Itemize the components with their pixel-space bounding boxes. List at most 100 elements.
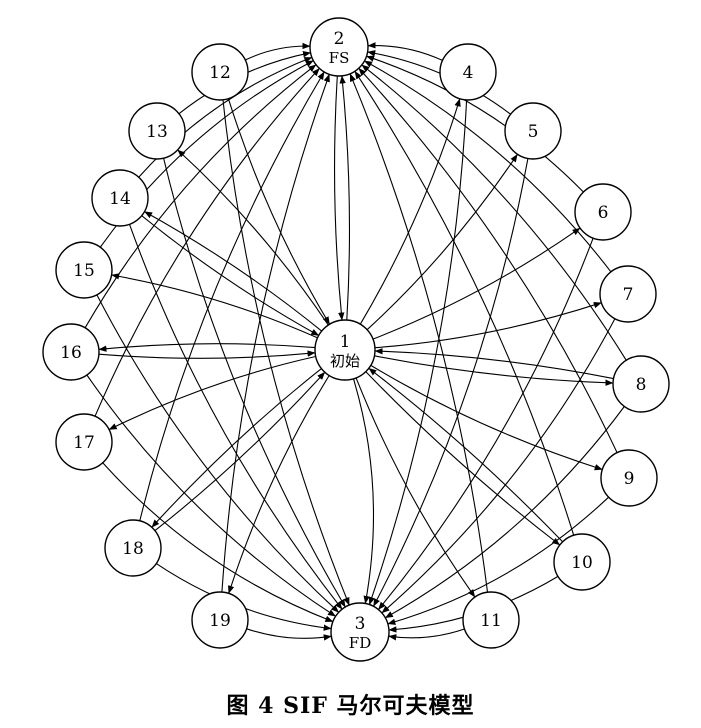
state-node-2: 2FS (309, 17, 369, 77)
edge-12-to-1 (227, 98, 331, 325)
edge-16-to-1 (98, 350, 316, 359)
state-number-label: 11 (480, 611, 502, 631)
edge-7-to-2 (364, 60, 612, 273)
edge-6-to-2 (366, 55, 584, 193)
state-circle (612, 355, 670, 413)
edge-13-to-3 (163, 158, 346, 608)
edge-1-to-11 (355, 377, 476, 598)
edge-9-to-2 (358, 67, 618, 453)
edge-7-to-3 (381, 318, 616, 614)
state-node-5: 5 (504, 102, 562, 160)
edge-2-to-1 (333, 75, 345, 321)
edge-10-to-1 (368, 367, 563, 543)
state-node-4: 4 (439, 43, 497, 101)
state-circle (600, 449, 658, 507)
edge-1-to-9 (370, 364, 603, 471)
state-node-18: 18 (104, 519, 162, 577)
edge-4-to-3 (368, 99, 468, 605)
state-node-7: 7 (599, 265, 657, 323)
edge-1-to-2 (339, 75, 351, 321)
state-circle (599, 265, 657, 323)
edge-1-to-13 (177, 149, 329, 326)
state-number-label: 13 (146, 122, 168, 142)
edge-14-to-3 (128, 224, 343, 610)
edge-1-to-7 (374, 302, 602, 349)
state-circle (128, 102, 186, 160)
state-node-13: 13 (128, 102, 186, 160)
edge-11-to-3 (388, 628, 465, 641)
state-name-label: FD (349, 634, 371, 652)
state-number-label: 9 (624, 469, 635, 489)
edge-1-to-18 (151, 368, 322, 528)
edge-1-to-17 (108, 355, 316, 431)
state-circle (439, 43, 497, 101)
state-number-label: 2 (334, 29, 345, 49)
edge-6-to-3 (377, 238, 594, 610)
edge-1-to-15 (111, 273, 318, 339)
state-number-label: 17 (73, 433, 95, 453)
state-node-1: 1初始 (314, 319, 376, 381)
edge-10-to-2 (354, 70, 575, 536)
state-node-15: 15 (55, 241, 113, 299)
state-number-label: 1 (340, 332, 351, 352)
state-node-19: 19 (191, 591, 249, 649)
edge-14-to-1 (141, 215, 320, 336)
state-node-8: 8 (612, 355, 670, 413)
state-circle (309, 17, 369, 77)
edges-layer (84, 42, 627, 641)
state-node-11: 11 (462, 591, 520, 649)
state-number-label: 10 (571, 553, 593, 573)
edge-12-to-2 (245, 42, 311, 61)
state-circle (314, 319, 376, 381)
edge-5-to-3 (373, 158, 529, 607)
edge-1-to-10 (365, 371, 561, 546)
edge-8-to-3 (384, 406, 625, 619)
edge-18-to-1 (154, 371, 326, 532)
edge-16-to-3 (86, 374, 336, 617)
state-circle (574, 183, 632, 241)
state-number-label: 14 (109, 189, 131, 209)
edge-1-to-19 (228, 375, 330, 594)
edge-18-to-2 (139, 71, 325, 521)
state-node-14: 14 (91, 169, 149, 227)
edge-12-to-3 (222, 99, 350, 606)
state-circle (91, 169, 149, 227)
state-name-label: 初始 (330, 352, 360, 370)
state-number-label: 3 (355, 614, 366, 634)
state-node-3: 3FD (330, 602, 390, 662)
edge-1-to-4 (359, 98, 461, 325)
edge-1-to-5 (366, 153, 518, 331)
state-number-label: 12 (209, 63, 231, 83)
edge-16-to-2 (84, 64, 317, 329)
state-number-label: 7 (623, 285, 634, 305)
state-circle (504, 102, 562, 160)
edge-1-to-8 (374, 355, 614, 386)
edge-8-to-2 (361, 64, 627, 361)
state-node-6: 6 (574, 183, 632, 241)
edge-1-to-16 (98, 343, 316, 352)
state-circle (55, 413, 113, 471)
edge-1-to-3 (352, 378, 375, 604)
state-node-10: 10 (553, 533, 611, 591)
state-node-17: 17 (55, 413, 113, 471)
edge-11-to-2 (349, 73, 489, 593)
state-number-label: 8 (636, 375, 647, 395)
state-circle (42, 323, 100, 381)
state-node-12: 12 (191, 43, 249, 101)
state-circle (191, 43, 249, 101)
state-number-label: 6 (598, 203, 609, 223)
edge-17-to-3 (102, 462, 334, 623)
state-name-label: FS (329, 49, 350, 67)
state-circle (553, 533, 611, 591)
state-number-label: 4 (463, 63, 474, 83)
edge-19-to-3 (246, 628, 332, 641)
state-circle (330, 602, 390, 662)
state-circle (55, 241, 113, 299)
edge-15-to-3 (96, 294, 340, 613)
state-number-label: 18 (122, 539, 144, 559)
edge-9-to-3 (387, 496, 609, 625)
edge-19-to-2 (221, 73, 330, 593)
edge-4-to-2 (367, 42, 443, 61)
